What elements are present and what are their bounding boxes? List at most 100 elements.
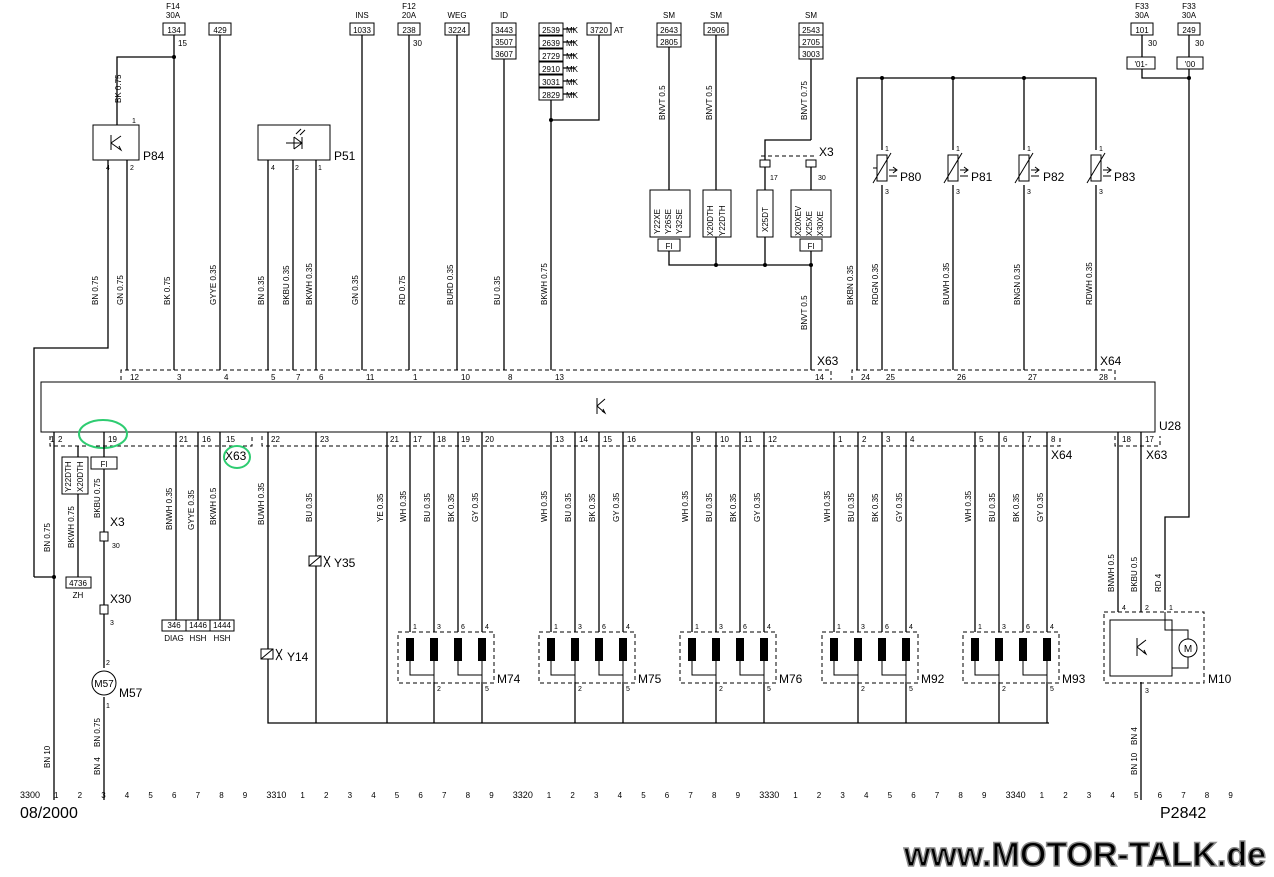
svg-text:M10: M10 xyxy=(1208,672,1232,686)
m10-module: M 4 2 1 3 M10 xyxy=(1103,605,1232,695)
svg-text:BNGN 0.35: BNGN 0.35 xyxy=(1013,264,1022,305)
top-wiring xyxy=(33,28,1191,610)
svg-text:F33: F33 xyxy=(1135,2,1149,11)
bottom-wire-labels: BN 0.75 BKWH 0.75 BKBU 0.75 BNWH 0.35 GY… xyxy=(43,478,1163,775)
svg-text:MK: MK xyxy=(566,78,579,87)
svg-text:X20XEV: X20XEV xyxy=(794,205,803,236)
svg-text:1: 1 xyxy=(413,624,417,631)
rail-number: 1 xyxy=(54,791,59,800)
svg-text:BK 0.35: BK 0.35 xyxy=(447,493,456,522)
svg-text:30A: 30A xyxy=(1182,11,1197,20)
rail-number: 2 xyxy=(1063,791,1068,800)
svg-text:SM: SM xyxy=(805,11,817,20)
svg-text:X64: X64 xyxy=(1051,448,1073,462)
p51-module: P51 4 2 1 xyxy=(257,124,356,172)
svg-text:27: 27 xyxy=(1028,373,1037,382)
svg-text:WH 0.35: WH 0.35 xyxy=(540,490,549,522)
svg-text:MK: MK xyxy=(566,52,579,61)
svg-text:BU 0.35: BU 0.35 xyxy=(305,493,314,522)
svg-text:M: M xyxy=(1184,644,1192,655)
rail-number: 7 xyxy=(688,791,693,800)
svg-text:'01-: '01- xyxy=(1134,60,1147,69)
svg-text:2: 2 xyxy=(295,165,299,172)
rail-number: 2 xyxy=(324,791,329,800)
svg-text:20A: 20A xyxy=(402,11,417,20)
svg-text:BUWH 0.35: BUWH 0.35 xyxy=(257,482,266,525)
svg-text:18: 18 xyxy=(1122,435,1131,444)
rail-number: 3 xyxy=(840,791,845,800)
svg-text:4: 4 xyxy=(485,624,489,631)
svg-text:BU 0.35: BU 0.35 xyxy=(564,493,573,522)
svg-text:3: 3 xyxy=(437,624,441,631)
svg-text:6: 6 xyxy=(1026,624,1030,631)
svg-text:1444: 1444 xyxy=(213,621,231,630)
svg-text:12: 12 xyxy=(768,435,777,444)
svg-text:P82: P82 xyxy=(1043,170,1065,184)
ref-sm3: SM 2543 2705 3003 xyxy=(798,11,824,60)
rail-number: 1 xyxy=(793,791,798,800)
svg-text:RDGN 0.35: RDGN 0.35 xyxy=(871,263,880,305)
svg-text:X64: X64 xyxy=(1100,354,1122,368)
svg-text:M74: M74 xyxy=(497,672,521,686)
rail-number: 9 xyxy=(489,791,494,800)
rail-number: 4 xyxy=(371,791,376,800)
rail-number: 8 xyxy=(1205,791,1210,800)
svg-text:2: 2 xyxy=(861,686,865,693)
rail-number: 8 xyxy=(712,791,717,800)
svg-text:GN 0.75: GN 0.75 xyxy=(116,275,125,305)
svg-text:3720: 3720 xyxy=(590,26,608,35)
svg-text:2639: 2639 xyxy=(542,39,560,48)
svg-text:19: 19 xyxy=(461,435,470,444)
ref-weg: WEG 3224 xyxy=(444,11,470,36)
svg-text:BKWH 0.75: BKWH 0.75 xyxy=(67,506,76,548)
svg-text:3: 3 xyxy=(1002,624,1006,631)
svg-text:3003: 3003 xyxy=(802,50,820,59)
bottom-pin-numbers: 1 2 19 21 16 15 22 23 21 17 18 19 20 13 … xyxy=(50,435,1154,444)
svg-text:WH 0.35: WH 0.35 xyxy=(964,490,973,522)
svg-text:P51: P51 xyxy=(334,149,356,163)
svg-text:30: 30 xyxy=(1195,39,1204,48)
svg-text:30: 30 xyxy=(818,175,826,182)
p82-sensor: P82 13 xyxy=(1014,146,1065,196)
svg-text:2829: 2829 xyxy=(542,91,560,100)
svg-text:1: 1 xyxy=(554,624,558,631)
svg-text:GYYE 0.35: GYYE 0.35 xyxy=(209,264,218,305)
rail-number: 3 xyxy=(101,791,106,800)
svg-text:6: 6 xyxy=(461,624,465,631)
svg-text:MK: MK xyxy=(566,91,579,100)
p83-sensor: P83 13 xyxy=(1086,146,1136,196)
svg-text:1: 1 xyxy=(885,146,889,153)
rail-number: 5 xyxy=(888,791,893,800)
svg-text:BKWH 0.35: BKWH 0.35 xyxy=(305,263,314,305)
rail-number: 8 xyxy=(219,791,224,800)
svg-text:11: 11 xyxy=(744,435,753,444)
svg-text:BK 0.35: BK 0.35 xyxy=(1012,493,1021,522)
svg-text:3: 3 xyxy=(1145,688,1149,695)
svg-text:7: 7 xyxy=(1027,435,1032,444)
svg-text:1: 1 xyxy=(838,435,843,444)
svg-text:FI: FI xyxy=(665,242,672,251)
top-wire-labels: BK 0.75 BN 0.75 GN 0.75 BK 0.75 GYYE 0.3… xyxy=(91,74,1094,330)
ref-f33a: F33 30A 101 30 '01- xyxy=(1126,2,1157,70)
rail-number: 7 xyxy=(935,791,940,800)
ref-f33b: F33 30A 249 30 '00 xyxy=(1176,2,1204,70)
svg-text:BKBU 0.35: BKBU 0.35 xyxy=(282,265,291,305)
svg-text:Y26SE: Y26SE xyxy=(664,209,673,234)
rail-number: 4 xyxy=(1110,791,1115,800)
svg-text:GYYE 0.35: GYYE 0.35 xyxy=(187,489,196,530)
svg-text:21: 21 xyxy=(390,435,399,444)
svg-text:2539: 2539 xyxy=(542,26,560,35)
svg-text:21: 21 xyxy=(179,435,188,444)
rail-number: 1 xyxy=(1040,791,1045,800)
svg-text:10: 10 xyxy=(461,373,470,382)
svg-text:F14: F14 xyxy=(166,2,180,11)
svg-text:1: 1 xyxy=(318,165,322,172)
svg-text:6: 6 xyxy=(602,624,606,631)
svg-text:238: 238 xyxy=(402,26,416,35)
svg-text:429: 429 xyxy=(213,26,227,35)
svg-text:134: 134 xyxy=(167,26,181,35)
svg-text:ID: ID xyxy=(500,11,508,20)
svg-text:BN 10: BN 10 xyxy=(1130,752,1139,775)
